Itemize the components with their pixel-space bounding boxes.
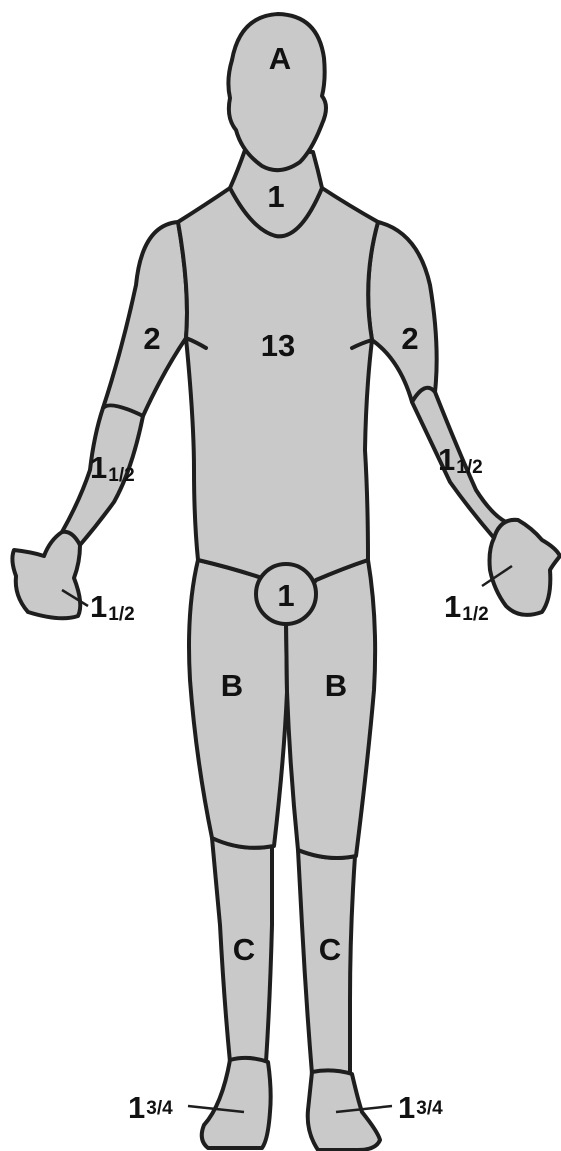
upper-arm-left-label: 2 — [143, 321, 160, 356]
head-label: A — [269, 41, 291, 76]
foot-right-label: 13/4 — [398, 1090, 443, 1125]
foot-left-whole: 1 — [128, 1090, 145, 1125]
leg-left-label: C — [233, 932, 255, 967]
foot-right-whole: 1 — [398, 1090, 415, 1125]
genital-label: 1 — [277, 578, 294, 613]
torso-label: 13 — [261, 328, 295, 363]
hand-right-fraction: 1/2 — [462, 604, 488, 625]
foot-left — [202, 1058, 271, 1148]
upper-arm-right — [368, 222, 437, 402]
head — [228, 14, 326, 170]
thigh-left-label: B — [221, 668, 243, 703]
forearm-left-whole: 1 — [90, 450, 107, 485]
torso — [178, 188, 378, 620]
hand-left-label: 11/2 — [90, 589, 135, 625]
foot-right-fraction: 3/4 — [416, 1098, 443, 1119]
foot-left-label: 13/4 — [128, 1090, 173, 1125]
forearm-left-fraction: 1/2 — [108, 465, 134, 486]
hand-left — [12, 532, 80, 618]
neck-label: 1 — [267, 179, 284, 214]
hand-left-fraction: 1/2 — [108, 604, 134, 625]
thigh-right-label: B — [325, 668, 347, 703]
hand-right-whole: 1 — [444, 589, 461, 624]
hand-right — [490, 520, 561, 615]
foot-left-fraction: 3/4 — [146, 1098, 173, 1119]
upper-arm-left — [103, 222, 187, 416]
upper-arm-right-label: 2 — [401, 321, 418, 356]
hand-left-whole: 1 — [90, 589, 107, 624]
leg-right-label: C — [319, 932, 341, 967]
hand-right-label: 11/2 — [444, 589, 489, 625]
forearm-right-fraction: 1/2 — [456, 457, 482, 478]
forearm-right-label: 11/2 — [438, 442, 483, 478]
forearm-right-whole: 1 — [438, 442, 455, 477]
